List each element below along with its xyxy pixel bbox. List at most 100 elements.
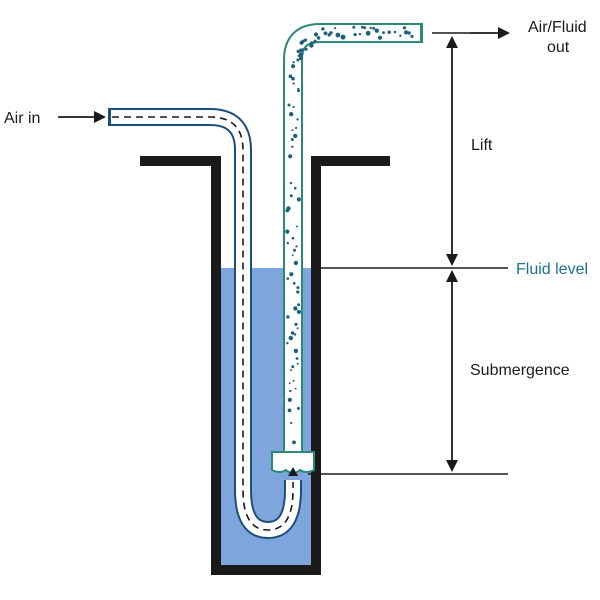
bubble xyxy=(399,34,402,37)
riser-outlet-cap xyxy=(420,23,423,43)
bubble xyxy=(289,272,294,277)
bubble xyxy=(293,248,296,252)
bubble xyxy=(296,309,301,314)
bubble xyxy=(296,225,298,228)
bubble xyxy=(294,322,298,326)
bubble xyxy=(329,31,333,35)
bubble xyxy=(323,31,328,36)
bubble xyxy=(296,290,300,294)
bubble xyxy=(410,34,414,39)
bubble xyxy=(296,286,300,290)
bubble xyxy=(286,315,290,319)
bubble xyxy=(309,43,314,48)
bubble xyxy=(295,126,298,130)
bubble xyxy=(297,303,301,307)
lift-label: Lift xyxy=(471,137,493,154)
bubble xyxy=(402,26,407,30)
bubble xyxy=(361,25,364,29)
bubble xyxy=(358,32,362,36)
bubble xyxy=(296,197,301,202)
air-flow-dashes xyxy=(112,116,294,531)
bubble xyxy=(289,194,293,198)
bubble xyxy=(296,49,300,54)
bubble xyxy=(290,421,293,425)
bubble xyxy=(363,26,367,30)
bubble xyxy=(285,208,290,213)
bubble xyxy=(293,186,297,190)
bubble xyxy=(290,138,294,141)
bubble xyxy=(365,30,371,36)
bubble xyxy=(313,32,319,37)
bubble xyxy=(289,181,293,185)
bubble xyxy=(288,154,293,159)
bubble xyxy=(296,118,299,121)
well-wall xyxy=(140,156,390,575)
bubble xyxy=(387,30,391,34)
bubble xyxy=(296,406,300,410)
bubble xyxy=(288,335,293,341)
bubble xyxy=(290,331,295,335)
bubble xyxy=(292,105,295,109)
submergence-arrow-bottom xyxy=(446,460,458,472)
bubble xyxy=(321,27,325,31)
lift-arrow-bottom xyxy=(446,254,458,266)
air-in-label: Air in xyxy=(4,110,40,127)
bubble xyxy=(290,369,292,372)
bubble xyxy=(369,26,372,30)
air-in-arrow-head xyxy=(94,111,106,123)
bubble xyxy=(372,26,376,30)
bubble xyxy=(291,254,294,257)
bubble xyxy=(340,34,346,40)
air-fluid-out-label-line1: Air/Fluid xyxy=(528,19,587,36)
bubble xyxy=(293,306,298,311)
bubble xyxy=(291,365,295,369)
bubble xyxy=(292,379,295,382)
bubble xyxy=(292,61,295,64)
bubble xyxy=(289,112,294,117)
bubble xyxy=(407,31,411,35)
bubble xyxy=(294,387,297,390)
bubble xyxy=(293,348,299,354)
bubble xyxy=(291,236,295,240)
bubble xyxy=(374,28,379,33)
bubble xyxy=(296,362,299,365)
bubble xyxy=(288,382,291,385)
air-bubbles xyxy=(285,25,414,445)
lift-arrow-top xyxy=(446,36,458,48)
bubble xyxy=(286,241,289,245)
bubble xyxy=(295,357,299,360)
injector-nozzle xyxy=(288,467,298,476)
bubble xyxy=(298,56,303,60)
bubble xyxy=(313,39,317,43)
bubble xyxy=(296,58,300,62)
bubble xyxy=(298,52,304,57)
bubble xyxy=(304,47,308,51)
bubble xyxy=(334,27,337,30)
bubble xyxy=(292,440,296,445)
bubble xyxy=(303,38,308,42)
bubble xyxy=(289,389,292,393)
bubble xyxy=(316,36,321,40)
bubble xyxy=(352,25,356,29)
bubble xyxy=(293,333,297,336)
bubble xyxy=(285,229,290,234)
bubble xyxy=(295,245,298,248)
air-out-arrow-head xyxy=(498,27,510,39)
bubble xyxy=(403,30,409,35)
bubble xyxy=(287,408,292,413)
bubble xyxy=(291,129,294,132)
bubble xyxy=(382,31,385,34)
bubble xyxy=(296,327,299,330)
bubble xyxy=(393,30,397,34)
fluid-level-label: Fluid level xyxy=(516,261,588,278)
riser-pipe-inner xyxy=(285,25,422,452)
bubble xyxy=(292,281,296,285)
bubble xyxy=(378,35,382,40)
submergence-label: Submergence xyxy=(470,362,570,379)
air-pipe-inlet-cap xyxy=(108,108,111,126)
bubble xyxy=(287,103,291,107)
bubble xyxy=(288,74,293,79)
bubble xyxy=(302,48,305,51)
